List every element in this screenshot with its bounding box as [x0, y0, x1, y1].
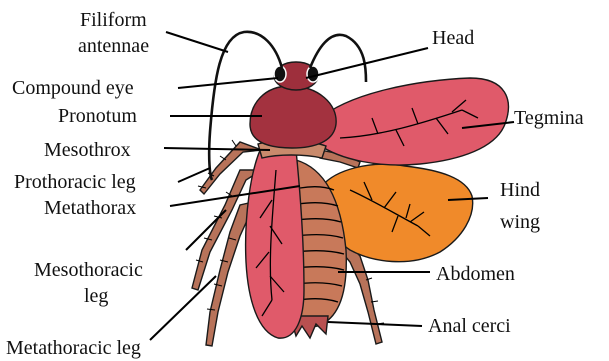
label-hind-wing-line2: wing [500, 211, 540, 233]
label-abdomen: Abdomen [436, 263, 515, 285]
label-pronotum: Pronotum [58, 105, 137, 127]
label-head: Head [432, 27, 474, 49]
label-mesothoracic-line2: leg [84, 285, 108, 307]
label-anal-cerci: Anal cerci [428, 315, 511, 337]
label-mesothrox: Mesothrox [44, 139, 131, 161]
tegmina-left [246, 146, 304, 338]
label-mesothoracic-line1: Mesothoracic [34, 259, 143, 281]
compound-eye-left [274, 66, 286, 82]
label-hind-wing-line1: Hind [500, 179, 540, 201]
tegmina-right [318, 78, 508, 165]
label-metathoracic-leg: Metathoracic leg [6, 337, 141, 359]
label-filiform-line1: Filiform [80, 9, 147, 31]
label-compound-eye: Compound eye [12, 77, 134, 99]
label-filiform-line2: antennae [78, 35, 149, 57]
compound-eye-right [307, 66, 319, 82]
label-prothoracic-leg: Prothoracic leg [14, 171, 136, 193]
pronotum [250, 86, 336, 148]
label-tegmina: Tegmina [514, 107, 584, 129]
label-metathorax: Metathorax [44, 197, 136, 219]
